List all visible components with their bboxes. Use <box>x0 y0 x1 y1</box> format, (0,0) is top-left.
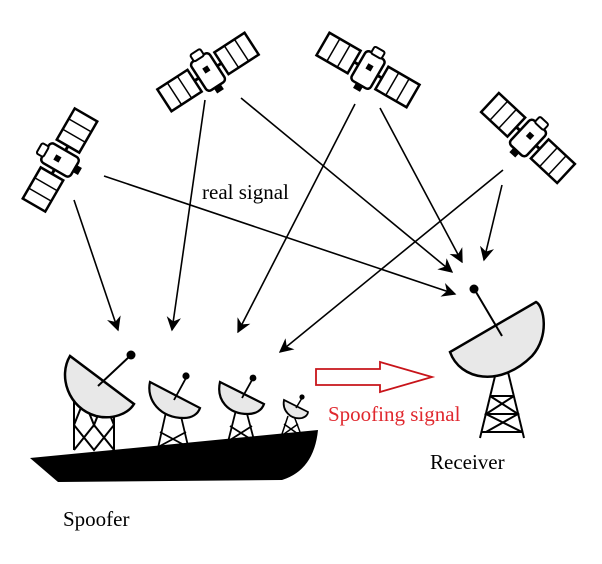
hollow-arrow-icon <box>315 360 436 394</box>
satellite-1 <box>11 101 108 219</box>
ship-hull-icon <box>30 430 318 482</box>
dish-antenna-icon <box>63 350 136 452</box>
receiver-dish-icon <box>448 284 545 439</box>
satellite-3 <box>309 21 427 118</box>
spoofing-signal-label: Spoofing signal <box>328 402 461 426</box>
dish-antenna-icon <box>281 394 309 435</box>
real-signal-label: real signal <box>199 180 292 205</box>
receiver-label: Receiver <box>430 450 505 474</box>
dish-antenna-icon <box>148 372 202 449</box>
satellite-2 <box>149 22 266 122</box>
real-signal-arrows <box>73 97 504 353</box>
satellite-4 <box>472 83 584 192</box>
spoofer-label: Spoofer <box>63 507 130 531</box>
dish-antenna-icon <box>218 374 266 443</box>
